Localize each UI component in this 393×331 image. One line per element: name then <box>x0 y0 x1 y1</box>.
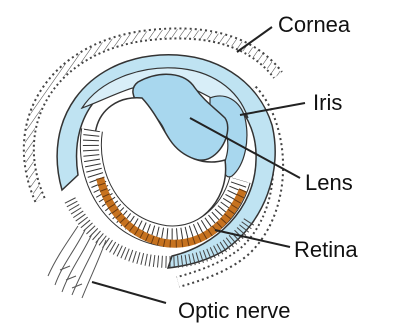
label-optic-nerve: Optic nerve <box>178 298 291 323</box>
label-cornea: Cornea <box>278 12 351 37</box>
label-lens: Lens <box>305 170 353 195</box>
label-iris: Iris <box>313 90 342 115</box>
optic-nerve-fibres <box>48 226 106 298</box>
label-retina: Retina <box>294 237 358 262</box>
